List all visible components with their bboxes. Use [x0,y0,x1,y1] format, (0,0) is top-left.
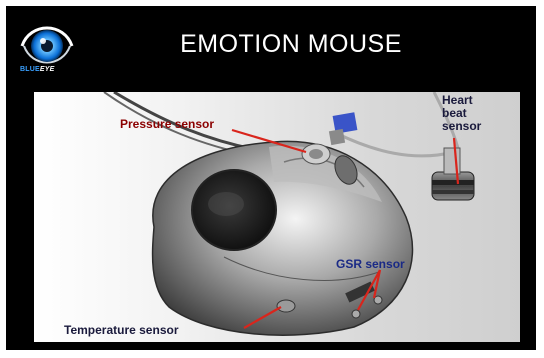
logo-text-blue: BLUE [20,66,40,73]
gsr-sensor-label: GSR sensor [336,258,405,271]
slide-title: EMOTION MOUSE [156,30,426,59]
logo-text: BLUEEYE [20,66,54,73]
emotion-mouse-photo: Pressure sensor Heart beat sensor GSR se… [34,92,520,342]
temperature-sensor-label: Temperature sensor [64,324,179,337]
logo-text-eye: EYE [40,66,55,73]
slide: BLUEEYE EMOTION MOUSE [6,6,536,350]
pressure-sensor-label: Pressure sensor [120,118,214,131]
heart-beat-sensor-label: Heart beat sensor [442,94,481,133]
